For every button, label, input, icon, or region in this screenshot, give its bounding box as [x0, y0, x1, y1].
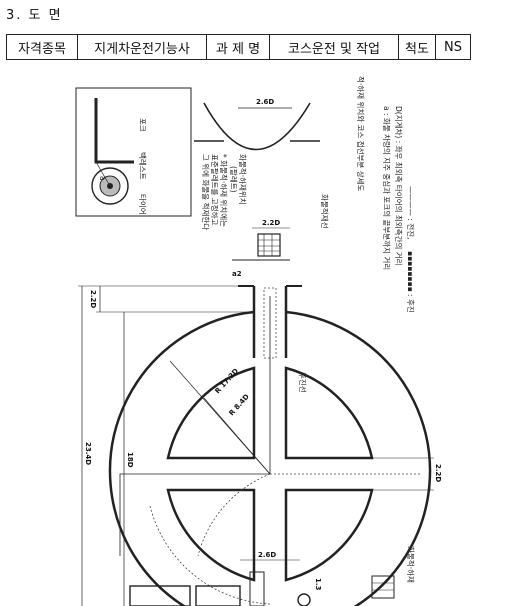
dim-2-2d-top: 2.2D — [262, 219, 280, 227]
qualification-value: 지게차운전기능사 — [77, 34, 207, 60]
inset-a-label: a — [98, 176, 107, 181]
inset-fork-label: 포크 — [138, 118, 147, 132]
course-bottom: 2.6D 1.3 화물적·하재 — [129, 546, 416, 606]
dim-2-2d-right: 2.2D — [434, 464, 442, 482]
dim-1-3: 1.3 — [314, 578, 322, 591]
legend-solid: ———— : 전진, — [406, 186, 416, 239]
pallet-note-2: (팔레트) — [229, 166, 239, 193]
dim-2-6d-bottom: 2.6D — [258, 551, 276, 559]
qualification-label: 자격종목 — [6, 34, 78, 60]
reverse-line-label: 후진선 — [298, 372, 308, 393]
pallet-note-1: 화물적·하재위치 — [238, 154, 248, 205]
pallet-top: 2.2D a2 — [232, 219, 290, 278]
note-a: a : 화물 차량의 지주 중심과 포크의 끝부분까지 거리 — [382, 106, 392, 270]
radius-outer: R 17.2D — [214, 367, 241, 395]
section-heading: 3. 도 면 — [6, 8, 63, 23]
pallet-note-3: * 화물적·하재 위치에는 — [219, 154, 229, 227]
pallet-note-4: 표준팔레트를 고정하고 — [210, 154, 220, 225]
bottom-right-label: 화물적·하재 — [406, 546, 416, 583]
legend-dotted: ▪▪▪▪▪▪▪▪ : 후진 — [406, 251, 416, 313]
detail-title: 적·하재 위치와 코스 접선부분 상세도 — [356, 76, 366, 192]
inset-backrest-label: 백레스트 — [138, 152, 148, 180]
dim-23-4d: 23.4D — [84, 442, 92, 465]
course-circle: R 17.2D R 8.4D 후진선 2.2D — [108, 296, 442, 606]
scale-label: 척도 — [398, 34, 436, 60]
scale-value: NS — [435, 34, 471, 60]
left-dimensions: 2.2D 23.4D 18D — [78, 285, 254, 606]
dim-2-2d-left: 2.2D — [89, 290, 97, 308]
dim-2-6d-top: 2.6D — [256, 98, 274, 106]
tangent-detail: 2.6D — [194, 98, 320, 151]
note-d: D(지게차) : 좌우 최외측 타이어의 최외측간의 거리 — [394, 106, 404, 266]
pallet-note-5: 그 위에 화물을 적재한다 — [201, 154, 211, 230]
task-value: 코스운전 및 작업 — [269, 34, 399, 60]
cargo-line-label: 화물적재선 — [320, 194, 330, 229]
inset-tire-label: 타이어 — [138, 194, 148, 215]
course-drawing: 포크 백레스트 a 타이어 2.6D 적·하재 위치와 코스 접선부분 상세도 … — [75, 76, 442, 606]
dim-18d: 18D — [126, 452, 134, 468]
fork-detail-inset: 포크 백레스트 a 타이어 — [75, 87, 192, 217]
task-label: 과 제 명 — [206, 34, 270, 60]
dim-a2: a2 — [232, 270, 242, 278]
radius-inner: R 8.4D — [228, 392, 251, 417]
info-table: 자격종목 지게차운전기능사 과 제 명 코스운전 및 작업 척도 NS — [6, 34, 471, 60]
info-table-row: 자격종목 지게차운전기능사 과 제 명 코스운전 및 작업 척도 NS — [6, 34, 471, 60]
